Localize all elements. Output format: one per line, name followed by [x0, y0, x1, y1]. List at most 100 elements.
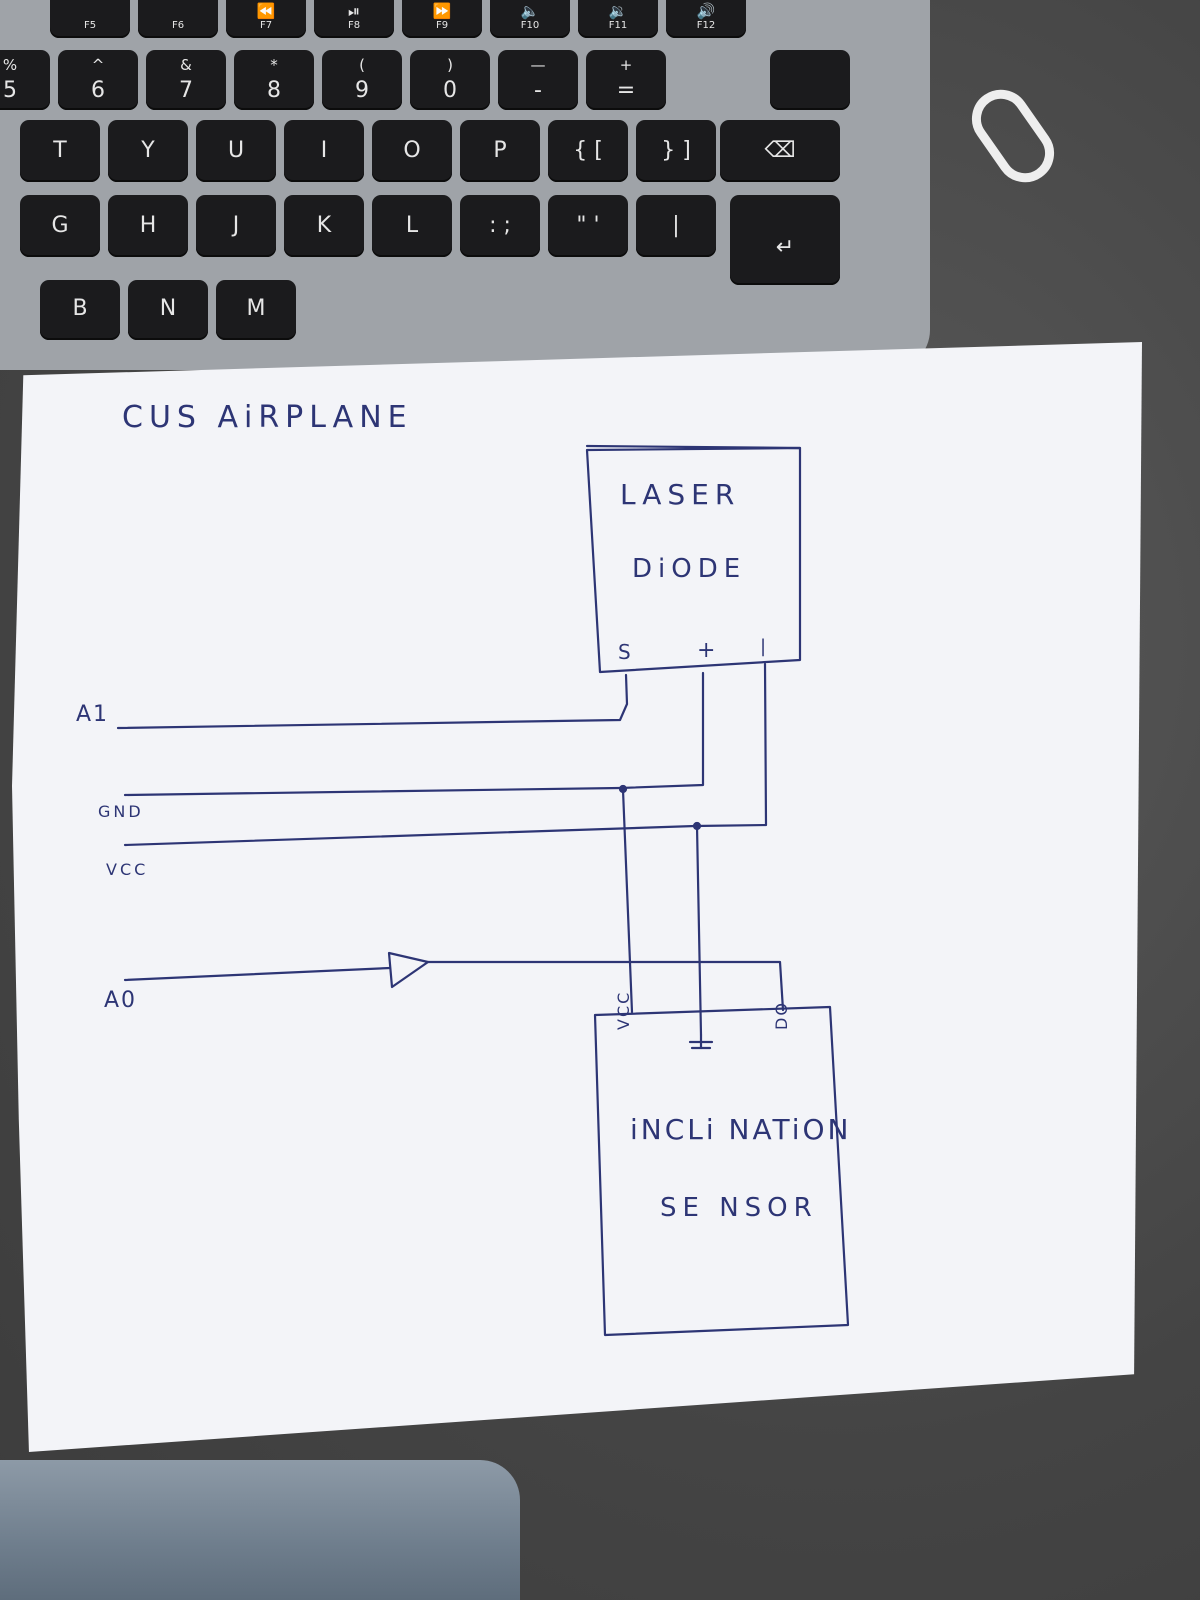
key-bottom-1[interactable]: N: [128, 280, 208, 340]
key-f5[interactable]: F5: [50, 0, 130, 38]
key-home-1[interactable]: H: [108, 195, 188, 257]
key-f6-label: F6: [171, 20, 185, 31]
key-top-3[interactable]: I: [284, 120, 364, 182]
key-home-6[interactable]: " ': [548, 195, 628, 257]
key-number-6[interactable]: —-: [498, 50, 578, 110]
key-home-2-main: J: [232, 213, 240, 238]
key-number-3[interactable]: *8: [234, 50, 314, 110]
laser-diode-label-line2: DiODE: [632, 554, 747, 584]
label-gnd: GND: [98, 802, 144, 821]
key-home-2[interactable]: J: [196, 195, 276, 257]
key-number-2-shift: &: [180, 56, 192, 74]
key-top-5[interactable]: P: [460, 120, 540, 182]
key-bottom-1-main: N: [159, 296, 177, 321]
key-f10-glyph: 🔈: [520, 2, 540, 20]
key-home-3-main: K: [316, 213, 332, 238]
label-a0: A0: [104, 988, 138, 1013]
key-f7-glyph: ⏪: [256, 2, 276, 20]
key-top-6[interactable]: { [: [548, 120, 628, 182]
key-number-7[interactable]: +=: [586, 50, 666, 110]
key-number-4-main: 9: [355, 78, 369, 103]
key-top-1[interactable]: Y: [108, 120, 188, 182]
key-number-3-shift: *: [270, 56, 278, 74]
key-number-1[interactable]: ^6: [58, 50, 138, 110]
key-home-0[interactable]: G: [20, 195, 100, 257]
key-home-5-main: : ;: [489, 213, 511, 238]
key-top-7[interactable]: } ]: [636, 120, 716, 182]
key-top-5-main: P: [493, 138, 507, 163]
jeans-background: [0, 1460, 520, 1600]
key-f12-label: F12: [696, 20, 716, 31]
key-home-3[interactable]: K: [284, 195, 364, 257]
key-top-4[interactable]: O: [372, 120, 452, 182]
sketch-title: CUS AiRPLANE: [122, 400, 413, 435]
delete-icon: ⌫: [764, 138, 796, 163]
key-bottom-0-main: B: [72, 296, 88, 321]
key-number-7-main: =: [616, 78, 636, 103]
key-top-0-main: T: [53, 138, 67, 163]
buffer-triangle: [387, 951, 430, 989]
key-number-3-main: 8: [267, 78, 281, 103]
key-home-4[interactable]: L: [372, 195, 452, 257]
wire-gnd: [123, 671, 705, 797]
key-number-5-shift: ): [447, 56, 453, 74]
key-home-5[interactable]: : ;: [460, 195, 540, 257]
key-top-0[interactable]: T: [20, 120, 100, 182]
laser-pin-plus: +: [697, 638, 722, 663]
laser-pin-minus: |: [760, 636, 773, 657]
wire-vcc: [123, 662, 768, 847]
key-number-4[interactable]: (9: [322, 50, 402, 110]
key-number-1-main: 6: [91, 78, 105, 103]
label-vcc: VCC: [106, 860, 149, 879]
inclination-sensor-box: [593, 1005, 850, 1337]
key-top-7-main: } ]: [661, 138, 691, 163]
key-top-2-main: U: [227, 138, 245, 163]
key-f8[interactable]: ⏯F8: [314, 0, 394, 38]
key-home-7[interactable]: |: [636, 195, 716, 257]
key-f6[interactable]: F6: [138, 0, 218, 38]
laser-pin-s: S: [618, 640, 637, 664]
wire-gnd-to-sensor: [695, 824, 703, 1037]
power-key[interactable]: [770, 50, 850, 110]
key-f8-glyph: ⏯: [347, 2, 360, 20]
laser-diode-label-line1: LASER: [620, 478, 741, 511]
sensor-label-line2: SE NSOR: [660, 1193, 818, 1223]
sensor-pin-vcc: VCC: [614, 990, 633, 1030]
key-number-0-shift: %: [2, 56, 18, 74]
key-f12[interactable]: 🔊F12: [666, 0, 746, 38]
key-home-7-main: |: [672, 213, 680, 238]
key-number-0[interactable]: %5: [0, 50, 50, 110]
key-f11-glyph: 🔉: [608, 2, 628, 20]
key-bottom-2[interactable]: M: [216, 280, 296, 340]
key-top-4-main: O: [403, 138, 421, 163]
key-home-6-main: " ': [576, 213, 600, 238]
paper-sheet: [12, 342, 1142, 1452]
key-number-6-main: -: [534, 78, 542, 103]
key-number-7-shift: +: [619, 56, 633, 74]
key-home-0-main: G: [51, 213, 69, 238]
key-bottom-0[interactable]: B: [40, 280, 120, 340]
wire-vcc-to-sensor: [621, 788, 634, 1014]
key-bottom-2-main: M: [246, 296, 266, 321]
key-f9[interactable]: ⏩F9: [402, 0, 482, 38]
return-key[interactable]: ↵: [730, 195, 840, 285]
key-f9-label: F9: [435, 20, 449, 31]
key-number-5-main: 0: [443, 78, 457, 103]
junction-vcc: [692, 821, 702, 831]
key-top-2[interactable]: U: [196, 120, 276, 182]
key-f11[interactable]: 🔉F11: [578, 0, 658, 38]
key-number-2[interactable]: &7: [146, 50, 226, 110]
key-f10-label: F10: [520, 20, 540, 31]
key-f7[interactable]: ⏪F7: [226, 0, 306, 38]
key-number-4-shift: (: [359, 56, 365, 74]
key-f10[interactable]: 🔈F10: [490, 0, 570, 38]
key-number-5[interactable]: )0: [410, 50, 490, 110]
delete-key[interactable]: ⌫: [720, 120, 840, 182]
key-top-1-main: Y: [141, 138, 155, 163]
wire-a0-to-do: [426, 960, 785, 1012]
key-number-6-shift: —: [530, 56, 546, 74]
wire-a0: [123, 966, 392, 982]
label-a1: A1: [76, 702, 110, 727]
